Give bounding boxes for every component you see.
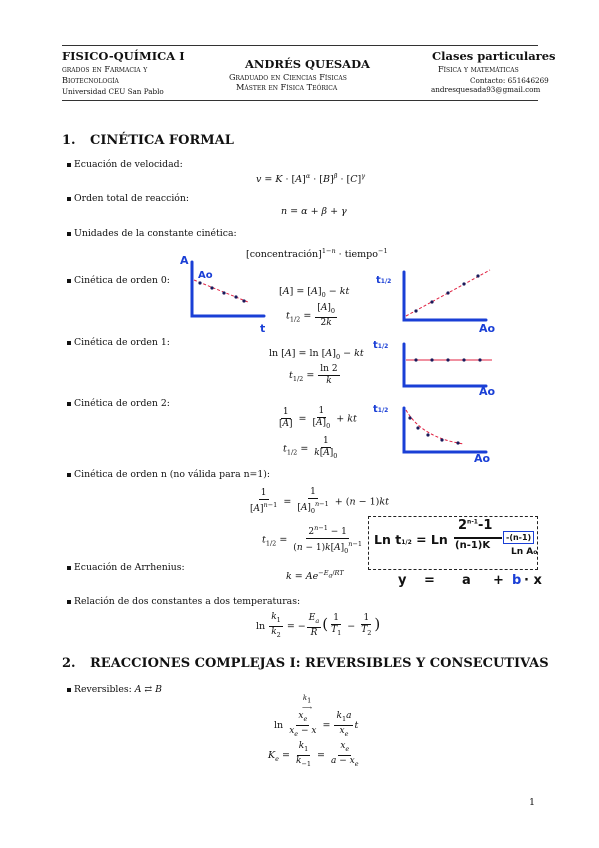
sketch-order0-conc-vs-time: [190, 260, 266, 318]
eq-order1-conc: ln [A] = ln [A]0 − kt: [269, 348, 364, 361]
eq-ordern-conc: 1[A]n−1 = 1[A]0n−1 + (n − 1)kt: [250, 487, 389, 515]
item-order-1: Cinética de orden 1:: [67, 337, 170, 348]
author-master: Máster en Física Teórica: [236, 82, 338, 92]
sketch-label-A0-axis: Ao: [479, 322, 496, 335]
header-rule-bottom: [62, 100, 538, 101]
row-a: a: [462, 573, 471, 588]
sketch-label-A0-axis: Ao: [479, 385, 496, 398]
box-num-exp: n-1: [467, 518, 478, 526]
course-degrees-line1: grados en Farmacia y: [62, 64, 148, 74]
sketch-order1-half-vs-a0: [402, 342, 492, 388]
tutoring-title: Clases particulares: [432, 49, 556, 63]
tutoring-subjects: Física y matemáticas: [438, 64, 519, 74]
box-eq-sub: 1/2: [401, 539, 412, 546]
eq-ordern-half: t1/2 = 2n−1 − 1(n − 1)k[A]0n−1: [262, 524, 363, 555]
sketch-label-t12: t1/2: [373, 340, 389, 351]
row-x: · x: [524, 573, 542, 588]
box-num-minus: -1: [477, 518, 493, 533]
section-1-heading: 1. CINÉTICA FORMAL: [62, 133, 234, 148]
sketch-label-A0-axis: Ao: [474, 452, 491, 465]
item-rate-equation: Ecuación de velocidad:: [67, 159, 183, 170]
item-total-order: Orden total de reacción:: [66, 193, 190, 204]
sketch-order2-half-vs-a0: [402, 406, 488, 454]
page-number: 1: [529, 797, 536, 808]
box-eq-mid: = Ln: [416, 532, 448, 547]
section-number: 2.: [62, 656, 76, 671]
eq-order2-conc: 1[A] = 1[A]0 + kt: [279, 406, 357, 430]
eq-arrhenius: k = Ae−Ea/RT: [286, 569, 344, 583]
eq-units: [concentración]1−n · tiempo−1: [246, 247, 388, 261]
section-title: REACCIONES COMPLEJAS I: REVERSIBLES Y CO…: [90, 656, 549, 671]
linearized-equation-box: [368, 516, 538, 570]
sketch-label-t12: t1/2: [373, 404, 389, 415]
eq-rev-arrow: k1⟶: [302, 694, 313, 713]
box-eq-lnt: Ln t: [374, 532, 402, 547]
item-reversible: Reversibles: A ⇄ B: [66, 684, 163, 695]
row-b: b: [512, 573, 522, 588]
university: Universidad CEU San Pablo: [62, 87, 164, 96]
contact-email: andresquesada93@gmail.com: [431, 85, 541, 94]
reversible-label: Reversibles:: [74, 684, 132, 695]
box-tail-lnA: Ln A: [511, 547, 534, 557]
box-tail: Ln Ao: [511, 547, 537, 557]
row-plus: +: [493, 573, 504, 588]
row-eq: =: [424, 573, 435, 588]
item-two-temperatures: Relación de dos constantes a dos tempera…: [66, 596, 301, 607]
sketch-label-t12: t1/2: [376, 275, 392, 286]
sketch-order0-half-vs-a0: [402, 269, 491, 322]
item-order-2: Cinética de orden 2:: [67, 398, 170, 409]
box-denominator: (n-1)K: [455, 540, 491, 551]
sketch-label-t: t: [260, 322, 266, 335]
box-tail-sub: o: [533, 549, 538, 556]
eq-rate: v = K · [A]α · [B]β · [C]γ: [256, 172, 366, 186]
box-eq-left: Ln t1/2 = Ln: [374, 532, 448, 547]
header-rule-top: [62, 45, 538, 46]
course-degrees-line2: Biotecnología: [62, 75, 119, 85]
item-units: Unidades de la constante cinética:: [67, 228, 237, 239]
author-name: ANDRÉS QUESADA: [245, 57, 370, 71]
box-fraction-bar: [454, 537, 502, 539]
contact-phone: Contacto: 651646269: [470, 76, 549, 85]
section-title: CINÉTICA FORMAL: [90, 133, 234, 148]
eq-total-order: n = α + β + γ: [281, 206, 347, 217]
eq-order0-conc: [A] = [A]0 − kt: [279, 286, 350, 299]
sketch-label-A: A: [180, 254, 189, 267]
item-arrhenius: Ecuación de Arrhenius:: [67, 562, 185, 573]
author-degree: Graduado en Ciencias Físicas: [229, 72, 347, 82]
sketch-label-A0: Ao: [198, 270, 213, 281]
section-2-heading: 2. REACCIONES COMPLEJAS I: REVERSIBLES Y …: [62, 656, 549, 671]
item-order-0: Cinética de orden 0:: [67, 275, 170, 286]
box-numerator: 2n-1-1: [458, 518, 492, 533]
row-y: y: [398, 573, 407, 588]
section-number: 1.: [62, 133, 76, 148]
box-slope-highlight: -(n-1): [503, 531, 535, 544]
course-title: FISICO-QUÍMICA I: [62, 49, 185, 63]
item-order-n: Cinética de orden n (no válida para n=1)…: [66, 469, 271, 480]
box-num-base: 2: [458, 518, 468, 533]
